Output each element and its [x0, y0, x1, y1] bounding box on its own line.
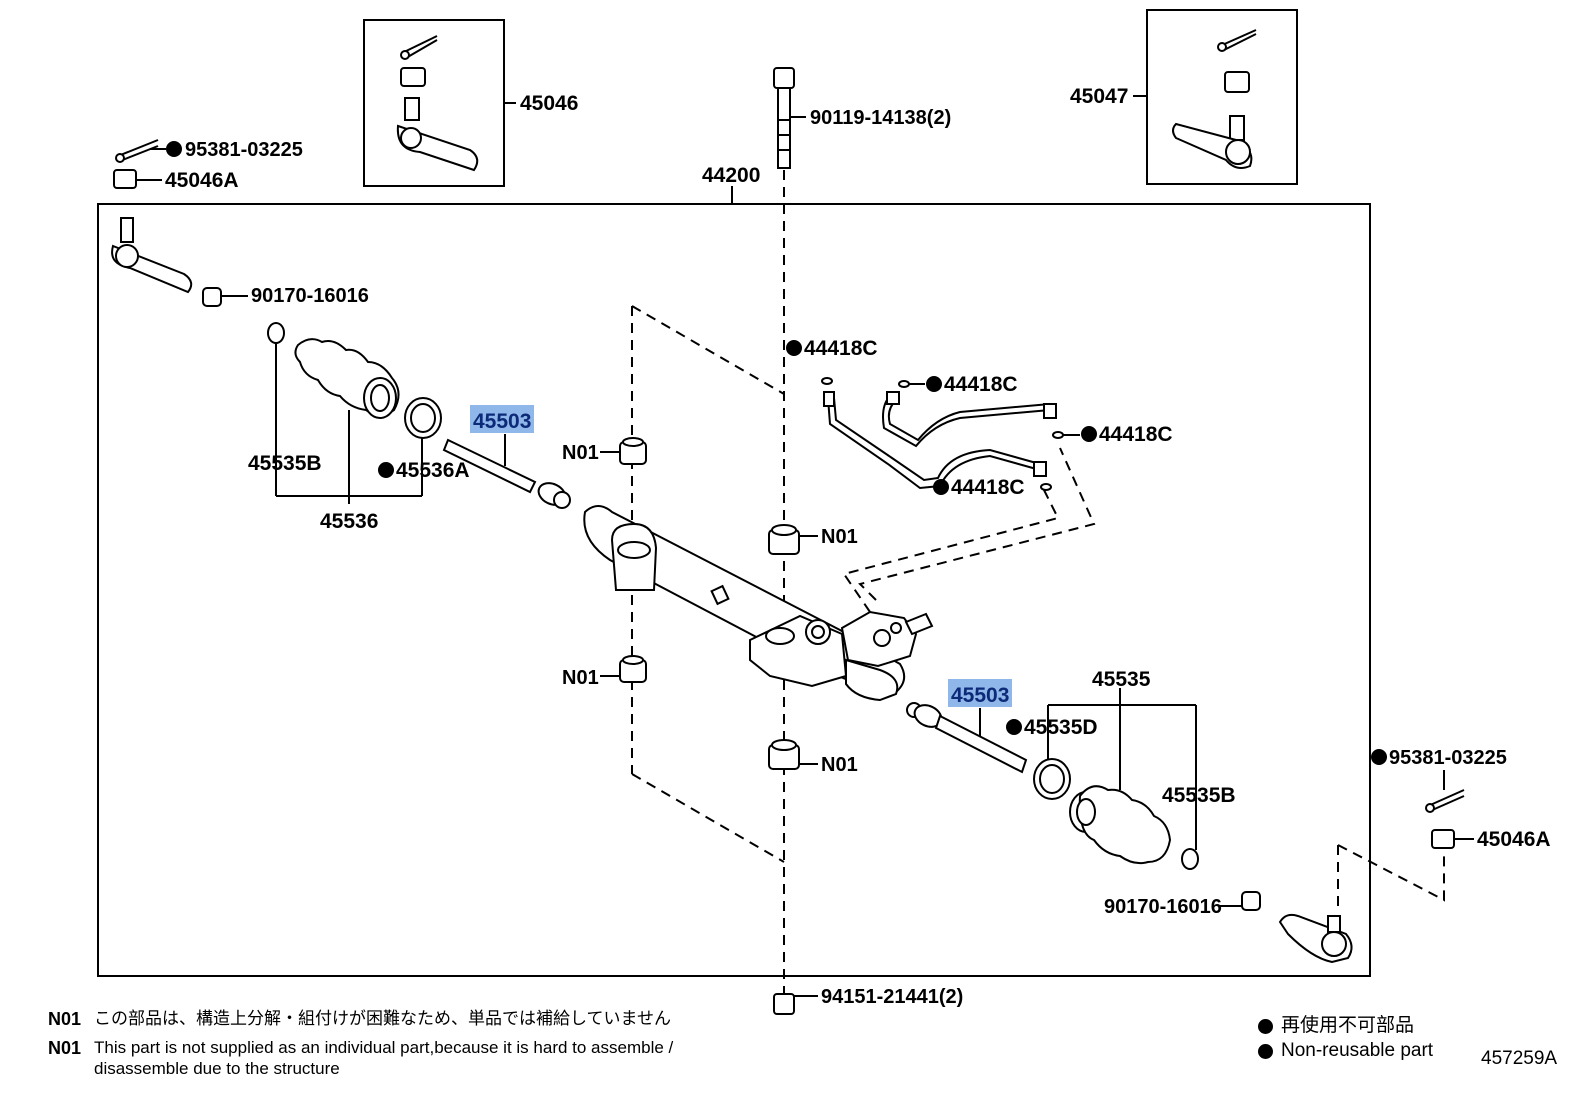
- footnote-en: N01 This part is not supplied as an indi…: [48, 1037, 734, 1080]
- o-ring-2[interactable]: [898, 380, 910, 388]
- note-code: N01: [48, 1037, 82, 1058]
- tie-rod-end-right[interactable]: [1278, 913, 1353, 964]
- footnote-jp: N01 この部品は、構造上分解・組付けが困難なため、単品では補給していません: [48, 1008, 734, 1031]
- non-reusable-dot-icon: [1258, 1018, 1273, 1034]
- label-bolt-bottom: 94151-21441(2): [821, 986, 963, 1008]
- legend-row-jp: 再使用不可部品: [1258, 1014, 1433, 1039]
- pressure-pipes[interactable]: [823, 391, 1057, 490]
- note-text: この部品は、構造上分解・組付けが困難なため、単品では補給していません: [94, 1009, 671, 1028]
- label-nut-right-inner: 90170-16016: [1104, 896, 1222, 918]
- footnotes: N01 この部品は、構造上分解・組付けが困難なため、単品では補給していません N…: [48, 1008, 734, 1085]
- mounting-bolt-bottom[interactable]: [773, 993, 795, 1015]
- label-clamp-left: 45536A: [396, 459, 470, 482]
- assembly-frame: [97, 203, 1371, 977]
- nut-right-inner[interactable]: [1241, 891, 1261, 911]
- bushing-n01-lower-center[interactable]: [768, 739, 800, 770]
- highlight-tie-rod-left: [470, 405, 534, 433]
- legend-jp: 再使用不可部品: [1281, 1015, 1415, 1036]
- inner-tie-rod-right[interactable]: [906, 701, 1028, 774]
- legend-en: Non-reusable part: [1281, 1039, 1434, 1061]
- inner-tie-rod-left[interactable]: [442, 438, 571, 509]
- label-n01-c: N01: [821, 526, 858, 548]
- castle-nut-right[interactable]: [1431, 829, 1455, 849]
- tie-rod-end-45047-inset[interactable]: [1133, 9, 1298, 185]
- o-ring-4[interactable]: [1040, 483, 1052, 491]
- label-45047: 45047: [1070, 85, 1128, 108]
- bushing-n01-upper-center[interactable]: [768, 524, 800, 555]
- label-oring-1: 44418C: [804, 337, 878, 360]
- label-boot-clamp-right: 45535B: [1162, 784, 1236, 807]
- label-45046: 45046: [520, 92, 578, 115]
- steering-rack-housing[interactable]: [583, 505, 934, 702]
- non-reusable-dot-icon: [1258, 1043, 1273, 1059]
- tie-rod-end-left[interactable]: [111, 217, 193, 294]
- label-nut-right: 45046A: [1477, 828, 1551, 851]
- castle-nut-left[interactable]: [113, 169, 137, 189]
- legend-row-en: Non-reusable part: [1258, 1039, 1433, 1064]
- label-rack-assembly: 44200: [702, 164, 760, 187]
- tie-rod-end-45046-inset[interactable]: [363, 19, 516, 187]
- label-boot-right: 45535: [1092, 668, 1151, 691]
- boot-clamp-small-right[interactable]: [1181, 848, 1199, 870]
- label-n01-d: N01: [821, 754, 858, 776]
- o-ring-3[interactable]: [1052, 431, 1064, 439]
- bushing-n01-upper-left[interactable]: [619, 437, 647, 465]
- label-nut-left: 45046A: [165, 169, 239, 192]
- note-text: This part is not supplied as an individu…: [94, 1037, 674, 1078]
- steering-boot-right[interactable]: [1069, 785, 1172, 865]
- o-ring-1[interactable]: [821, 377, 833, 385]
- label-tie-rod-right[interactable]: 45503: [951, 684, 1009, 707]
- label-bolt-top: 90119-14138(2): [810, 107, 951, 129]
- cotter-pin-left[interactable]: [115, 139, 159, 163]
- label-nut-left-inner: 90170-16016: [251, 285, 369, 307]
- bushing-n01-lower-left[interactable]: [619, 655, 647, 683]
- label-boot-clamp-left: 45535B: [248, 452, 322, 475]
- label-oring-4: 44418C: [951, 476, 1025, 499]
- label-tie-rod-left[interactable]: 45503: [473, 410, 531, 433]
- label-n01-a: N01: [562, 442, 599, 464]
- highlight-tie-rod-right: [948, 679, 1012, 707]
- cotter-pin-right[interactable]: [1425, 789, 1465, 813]
- legend: 再使用不可部品 Non-reusable part: [1258, 1014, 1433, 1063]
- mounting-bolt-top[interactable]: [773, 67, 795, 169]
- label-boot-left: 45536: [320, 510, 378, 533]
- illustration-number: 457259A: [1481, 1048, 1558, 1069]
- label-n01-b: N01: [562, 667, 599, 689]
- label-oring-3: 44418C: [1099, 423, 1173, 446]
- label-clamp-right: 45535D: [1024, 716, 1098, 739]
- non-reusable-dot: [166, 141, 182, 157]
- label-pin-left: 95381-03225: [185, 139, 303, 161]
- nut-left-inner[interactable]: [202, 287, 222, 307]
- note-code: N01: [48, 1009, 82, 1029]
- label-pin-right: 95381-03225: [1389, 747, 1507, 769]
- steering-boot-left[interactable]: [294, 338, 400, 419]
- boot-clamp-small-left[interactable]: [267, 322, 285, 344]
- label-oring-2: 44418C: [944, 373, 1018, 396]
